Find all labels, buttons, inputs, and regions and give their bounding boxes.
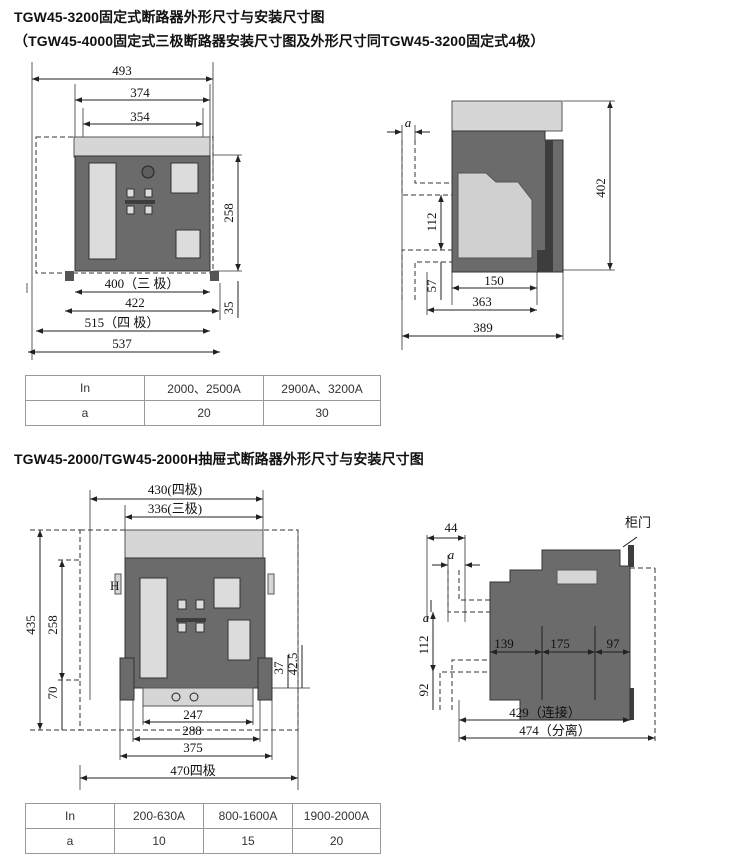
dim-258: 258 <box>221 203 236 223</box>
dim-92: 92 <box>416 684 431 697</box>
dim-389: 389 <box>473 320 493 335</box>
dim-175: 175 <box>550 636 570 651</box>
dim-35: 35 <box>221 302 236 315</box>
dim-a-side2: a <box>448 547 455 562</box>
table-cell: In <box>25 375 145 401</box>
table-cell: 30 <box>263 400 381 426</box>
table-row: In 2000、2500A 2900A、3200A <box>25 375 381 401</box>
cabinet-door-label: 柜门 <box>625 515 651 530</box>
dim-430: 430(四极) <box>148 482 202 497</box>
dim-112b: 112 <box>416 635 431 654</box>
dim-354: 354 <box>130 109 150 124</box>
dim-493: 493 <box>112 63 132 78</box>
dim-97: 97 <box>607 636 621 651</box>
dim-470: 470四极 <box>170 763 216 778</box>
drawout-front-view-drawing: H 430(四极) 336(三极) 435 258 70 37 42.5 247… <box>23 482 310 790</box>
dim-150: 150 <box>484 273 504 288</box>
table-cell: 20 <box>292 828 381 854</box>
table-cell: 1900-2000A <box>292 803 381 829</box>
svg-text:H: H <box>110 578 119 593</box>
dim-537: 537 <box>112 336 132 351</box>
page-title-1: TGW45-3200固定式断路器外形尺寸与安装尺寸图 <box>14 9 325 25</box>
dim-a-side1: a <box>405 115 412 130</box>
dim-288: 288 <box>182 723 202 738</box>
table-cell: 20 <box>144 400 264 426</box>
dim-422: 422 <box>125 295 145 310</box>
page-subtitle: （TGW45-4000固定式三极断路器安装尺寸图及外形尺寸同TGW45-3200… <box>14 33 545 49</box>
dim-70: 70 <box>45 687 60 700</box>
table-cell: 15 <box>203 828 293 854</box>
dim-57: 57 <box>424 279 439 293</box>
rating-table-2: In 200-630A 800-1600A 1900-2000A a 10 15… <box>25 803 381 854</box>
fixed-front-view-drawing: 493 374 354 258 400（三 极） 422 515（四 极） 53… <box>26 62 242 360</box>
page-title-2: TGW45-2000/TGW45-2000H抽屉式断路器外形尺寸与安装尺寸图 <box>14 451 424 467</box>
table-row: a 10 15 20 <box>25 828 381 854</box>
drawout-side-view-drawing: 柜门 44 a a 112 92 139 175 97 429（连接） 474（… <box>416 515 656 742</box>
dim-336: 336(三极) <box>148 501 202 516</box>
dim-429: 429（连接） <box>509 705 581 720</box>
table-cell: In <box>25 803 115 829</box>
dim-375: 375 <box>183 740 203 755</box>
dim-a-side3: a <box>423 610 430 625</box>
dim-247: 247 <box>183 707 203 722</box>
rating-table-1: In 2000、2500A 2900A、3200A a 20 30 <box>25 375 381 426</box>
table-cell: a <box>25 828 115 854</box>
dim-363: 363 <box>472 294 492 309</box>
table-cell: 800-1600A <box>203 803 293 829</box>
dim-515: 515（四 极） <box>85 315 160 330</box>
dim-44: 44 <box>445 520 459 535</box>
dim-400: 400（三 极） <box>105 276 180 291</box>
dim-474: 474（分离） <box>519 723 591 738</box>
dim-42-5: 42.5 <box>285 653 300 676</box>
dim-435: 435 <box>23 615 38 635</box>
table-cell: 2900A、3200A <box>263 375 381 401</box>
dim-374: 374 <box>130 85 150 100</box>
dim-402: 402 <box>593 178 608 198</box>
table-row: In 200-630A 800-1600A 1900-2000A <box>25 803 381 829</box>
table-cell: a <box>25 400 145 426</box>
table-row: a 20 30 <box>25 400 381 426</box>
table-cell: 10 <box>114 828 204 854</box>
dim-139: 139 <box>494 636 514 651</box>
dim-258b: 258 <box>45 615 60 635</box>
table-cell: 200-630A <box>114 803 204 829</box>
dim-112: 112 <box>424 212 439 231</box>
table-cell: 2000、2500A <box>144 375 264 401</box>
fixed-side-view-drawing: a 402 112 57 150 363 389 <box>387 100 615 350</box>
dim-37: 37 <box>271 661 286 675</box>
